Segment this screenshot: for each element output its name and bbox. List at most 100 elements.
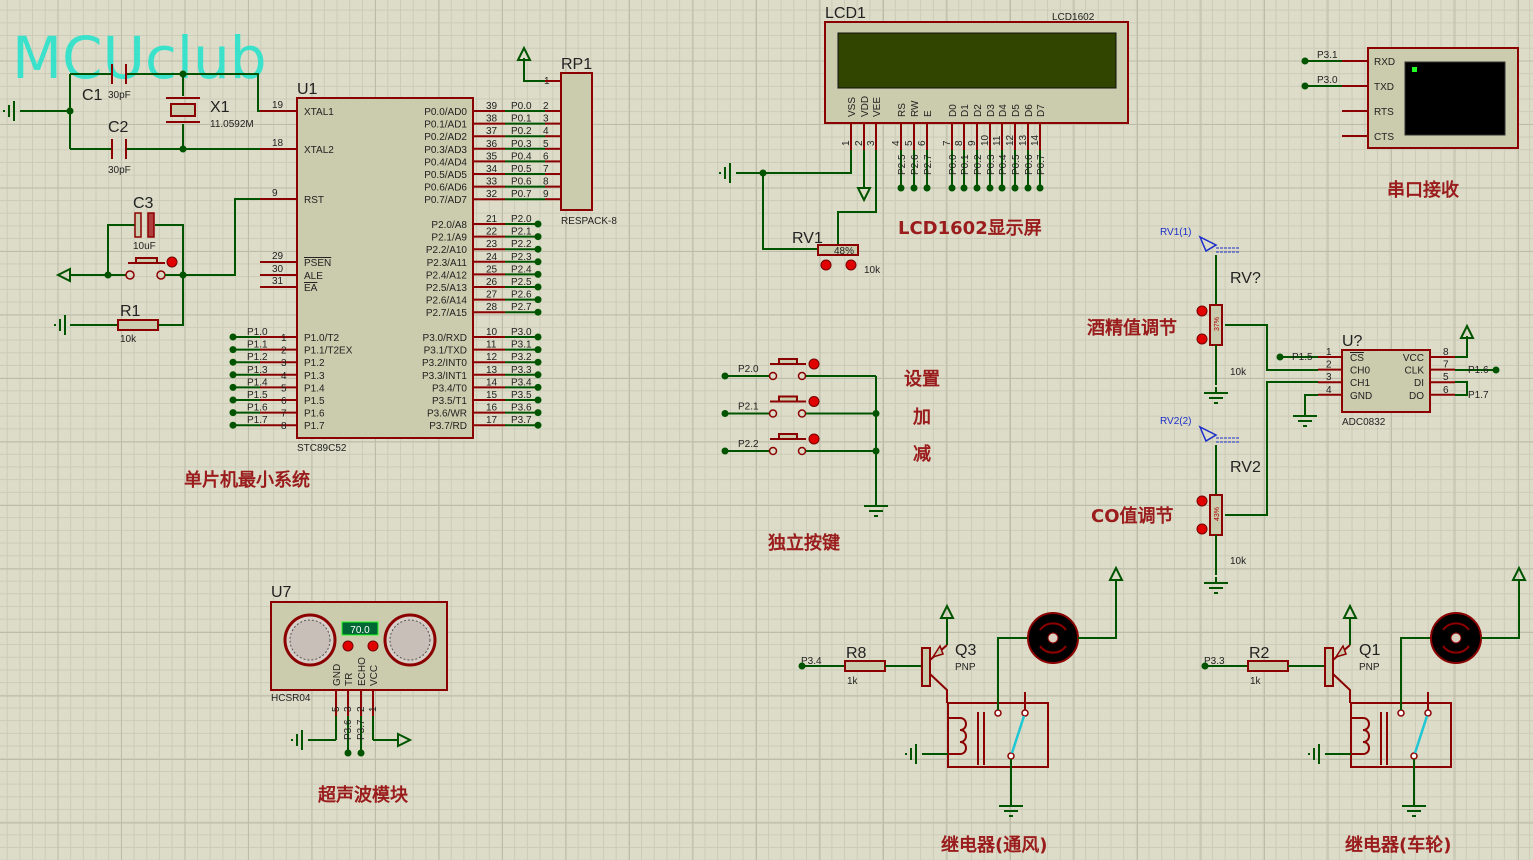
pin-name: P2.2/A10 <box>426 245 468 256</box>
net-terminal[interactable] <box>229 333 237 341</box>
wire[interactable] <box>1481 580 1520 639</box>
net-terminal[interactable] <box>1011 184 1019 192</box>
wire[interactable] <box>1304 394 1318 410</box>
rp1-pullup-wire[interactable] <box>523 58 545 82</box>
capacitor-c3-plate <box>134 212 142 238</box>
wire[interactable] <box>837 150 877 244</box>
reset-button[interactable] <box>128 257 165 264</box>
net-terminal[interactable] <box>534 245 542 253</box>
net-terminal[interactable] <box>998 184 1006 192</box>
net-terminal[interactable] <box>973 184 981 192</box>
pnp-arrow-icon <box>931 644 944 659</box>
pin-number: 8 <box>1443 347 1449 358</box>
wire[interactable] <box>165 198 260 276</box>
junction-dot[interactable] <box>872 447 880 455</box>
push-button-P2.1[interactable] <box>770 395 806 403</box>
net-terminal[interactable] <box>1024 184 1032 192</box>
net-label: P0.2 <box>511 126 532 137</box>
push-button-toggle[interactable] <box>808 358 820 370</box>
adc-pin-name: CH1 <box>1350 378 1370 389</box>
net-terminal[interactable] <box>534 346 542 354</box>
wire[interactable] <box>997 637 1028 710</box>
net-terminal[interactable] <box>910 184 918 192</box>
net-terminal[interactable] <box>1301 57 1309 65</box>
distance-decrease[interactable] <box>342 640 354 652</box>
push-button-P2.0[interactable] <box>770 358 806 365</box>
net-terminal[interactable] <box>534 296 542 304</box>
wire[interactable] <box>1455 336 1468 358</box>
net-terminal[interactable] <box>1301 82 1309 90</box>
net-terminal[interactable] <box>534 308 542 316</box>
push-button-toggle[interactable] <box>808 433 820 445</box>
wire[interactable] <box>1225 324 1318 371</box>
pin-number: 37 <box>486 126 498 137</box>
wire[interactable] <box>126 73 260 112</box>
junction-dot[interactable] <box>179 145 187 153</box>
net-terminal[interactable] <box>229 421 237 429</box>
potentiometer-co-increase[interactable] <box>1196 495 1208 507</box>
net-terminal[interactable] <box>897 184 905 192</box>
pin-name: P1.2 <box>304 358 325 369</box>
net-terminal[interactable] <box>534 258 542 266</box>
net-terminal[interactable] <box>534 283 542 291</box>
potentiometer-alcohol-increase[interactable] <box>1196 305 1208 317</box>
potentiometer-alcohol-decrease[interactable] <box>1196 333 1208 345</box>
net-terminal[interactable] <box>229 383 237 391</box>
net-label: P1.7 <box>247 415 268 426</box>
resistor-r8 <box>844 660 886 672</box>
reset-button-toggle[interactable] <box>166 256 178 268</box>
pin-number: 2 <box>1326 360 1332 371</box>
junction-dot[interactable] <box>104 271 112 279</box>
net-terminal[interactable] <box>1036 184 1044 192</box>
net-terminal[interactable] <box>534 358 542 366</box>
wire[interactable] <box>1455 381 1468 396</box>
net-terminal[interactable] <box>534 421 542 429</box>
net-terminal[interactable] <box>229 371 237 379</box>
net-terminal[interactable] <box>534 383 542 391</box>
net-terminal[interactable] <box>948 184 956 192</box>
net-terminal[interactable] <box>357 749 365 757</box>
crystal-plates <box>166 97 200 123</box>
junction-dot[interactable] <box>872 410 880 417</box>
junction-dot[interactable] <box>179 271 187 279</box>
distance-increase[interactable] <box>367 640 379 652</box>
net-terminal[interactable] <box>344 749 352 757</box>
net-terminal[interactable] <box>534 333 542 341</box>
wire[interactable] <box>107 224 135 275</box>
wire[interactable] <box>1078 580 1117 639</box>
net-terminal[interactable] <box>229 358 237 366</box>
pin-number: 5 <box>1443 372 1449 383</box>
wire[interactable] <box>1225 381 1318 516</box>
junction-dot[interactable] <box>179 70 187 78</box>
potentiometer-co-decrease[interactable] <box>1196 523 1208 535</box>
net-terminal[interactable] <box>534 220 542 228</box>
pin-number: 9 <box>272 188 278 199</box>
net-terminal[interactable] <box>229 346 237 354</box>
net-terminal[interactable] <box>534 270 542 278</box>
net-terminal[interactable] <box>923 184 931 192</box>
net-terminal[interactable] <box>534 396 542 404</box>
push-button-toggle[interactable] <box>808 396 820 407</box>
pin-number: 28 <box>486 302 498 313</box>
power-icon <box>939 603 955 619</box>
probe-lead <box>1216 437 1240 443</box>
net-terminal[interactable] <box>960 184 968 192</box>
distance-display <box>341 621 379 636</box>
net-terminal[interactable] <box>1492 366 1500 374</box>
rv1-decrease[interactable] <box>820 259 832 271</box>
net-terminal[interactable] <box>229 396 237 404</box>
power-icon <box>516 45 532 61</box>
net-terminal[interactable] <box>534 233 542 241</box>
wire[interactable] <box>1400 637 1431 710</box>
title-co: CO值调节 <box>1091 505 1174 527</box>
push-button-P2.2[interactable] <box>770 433 806 440</box>
rp1-pin-number: 2 <box>543 101 549 112</box>
net-terminal[interactable] <box>534 371 542 379</box>
net-terminal[interactable] <box>534 409 542 417</box>
title-ultrasonic: 超声波模块 <box>318 784 409 806</box>
net-terminal[interactable] <box>986 184 994 192</box>
net-terminal[interactable] <box>1276 353 1284 361</box>
rv1-increase[interactable] <box>845 259 857 271</box>
net-terminal[interactable] <box>229 409 237 417</box>
